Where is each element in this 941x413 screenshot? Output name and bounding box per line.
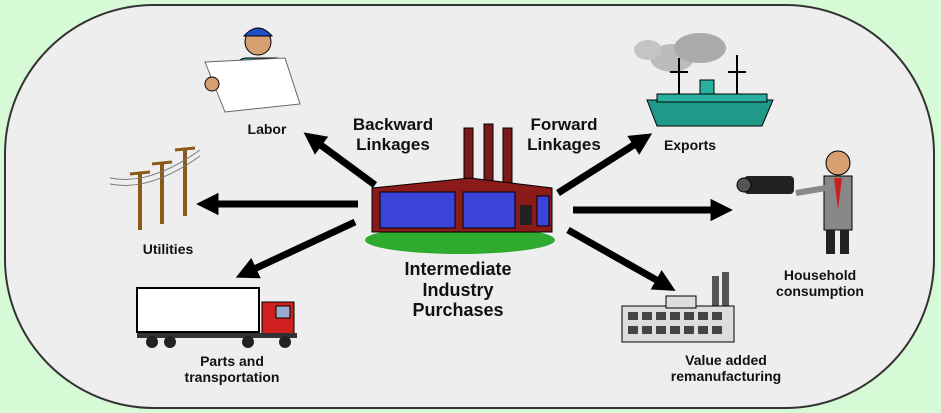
household-label-line-1: Household [783,267,857,283]
backward-label-line-1: Backward [352,115,434,134]
value-added-label-line-1: Value added [685,352,767,368]
ship-icon [634,33,774,127]
center-label-line-2: Industry [422,279,494,300]
arrows-group [196,132,733,291]
utilities-label: Utilities [142,241,194,257]
arrow-to-parts [235,218,357,279]
truck-icon [136,287,297,348]
remanufacturing-plant-icon [621,272,735,343]
backward-linkages-label: Backward Linkages [342,115,444,154]
labor-label: Labor [247,121,287,137]
forward-label-line-2: Linkages [527,134,601,154]
factory-icon [365,123,555,254]
parts-label-line-2: transportation [184,369,280,386]
household-label-line-2: consumption [776,283,864,300]
arrow-to-value-added [566,226,676,291]
consumer-person-icon [736,150,853,254]
forward-linkages-label: Forward Linkages [518,115,610,154]
utility-poles-icon [109,146,201,230]
center-label-line-3: Purchases [412,300,504,321]
parts-label-line-1: Parts and [200,353,264,369]
exports-label: Exports [663,137,717,153]
parts-transportation-label: Parts and transportation [162,353,302,385]
forward-label-line-1: Forward [530,115,598,134]
household-consumption-label: Household consumption [755,267,885,299]
arrow-to-exports [556,133,653,196]
arrow-to-labor [303,132,378,188]
center-label: Intermediate Industry Purchases [378,259,538,321]
value-added-label: Value added remanufacturing [656,352,796,384]
backward-label-line-2: Linkages [356,134,430,154]
center-label-line-1: Intermediate [404,259,512,279]
value-added-label-line-2: remanufacturing [670,368,782,385]
labor-worker-icon [204,27,301,113]
